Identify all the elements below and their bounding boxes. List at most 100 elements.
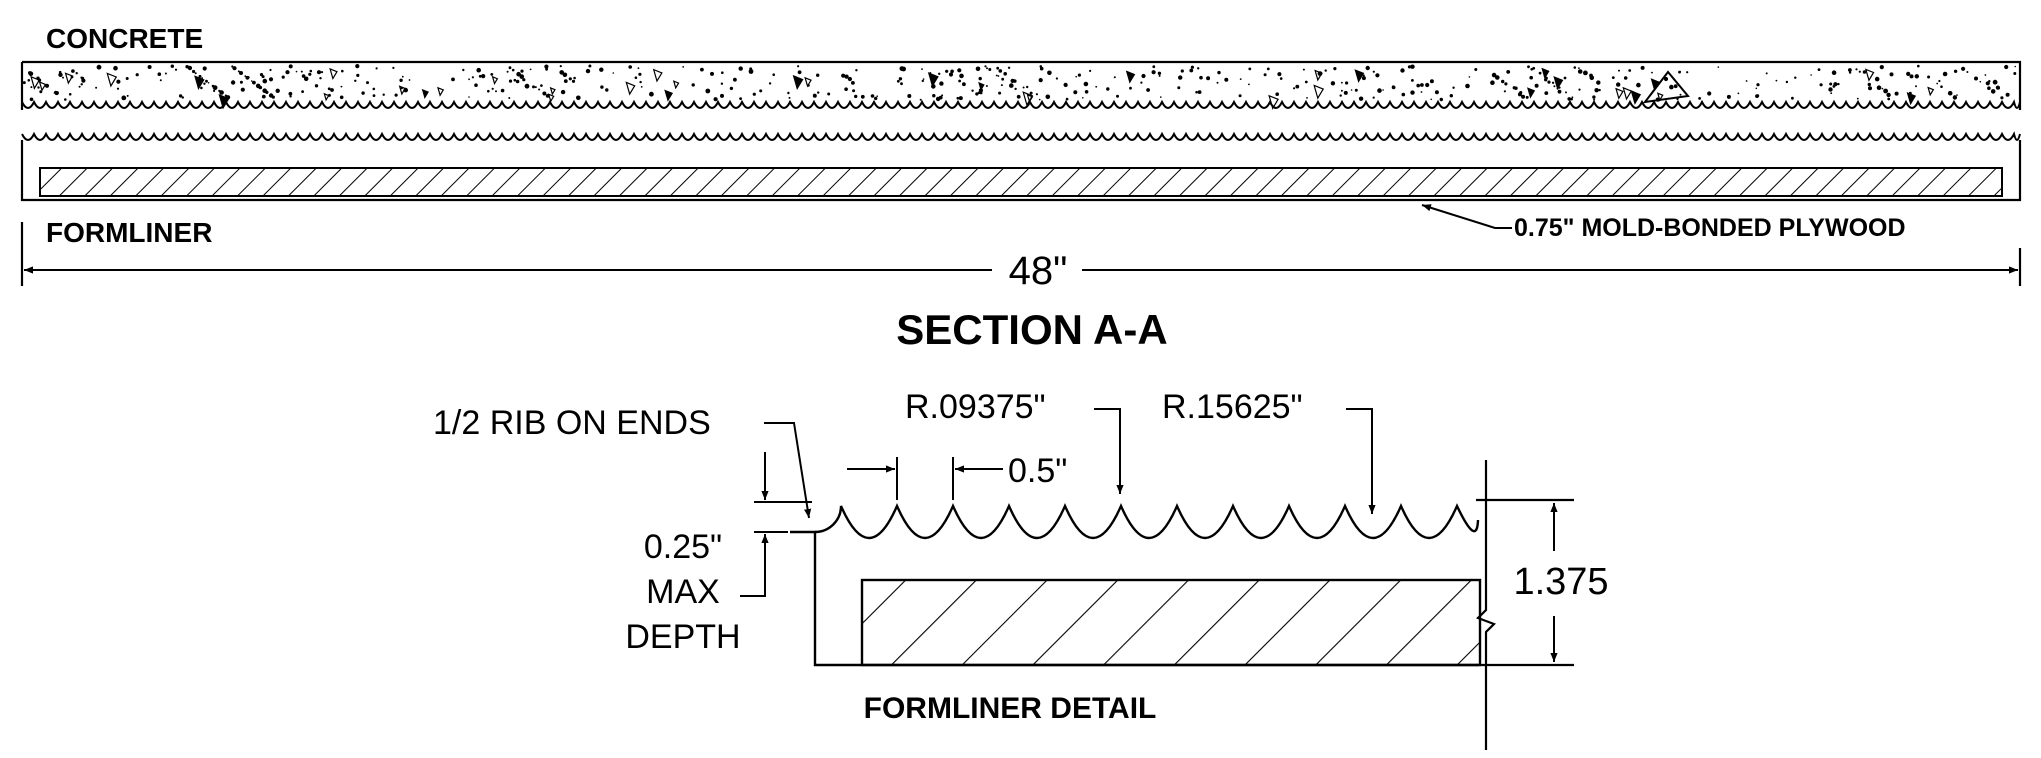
aggregate-dot	[1339, 94, 1342, 97]
aggregate-dot	[1354, 88, 1358, 92]
aggregate-dot	[1391, 85, 1396, 90]
aggregate-dot	[113, 65, 118, 71]
aggregate-dot	[491, 87, 494, 90]
aggregate-dot	[1544, 78, 1548, 82]
aggregate-dot	[1013, 79, 1017, 83]
aggregate-stone	[1864, 68, 1875, 82]
aggregate-dot	[956, 96, 960, 100]
aggregate-dot	[532, 85, 535, 89]
aggregate-dot	[1277, 72, 1282, 77]
aggregate-dot	[962, 82, 966, 87]
aggregate-dot	[542, 91, 547, 96]
aggregate-dot	[600, 85, 604, 89]
aggregate-dot	[1830, 92, 1833, 95]
aggregate-dot	[1828, 87, 1833, 92]
aggregate-dot	[1113, 76, 1116, 79]
aggregate-dot	[919, 98, 922, 101]
aggregate-dot	[1881, 87, 1884, 90]
aggregate-stone	[437, 86, 445, 97]
aggregate-dot	[938, 72, 941, 76]
aggregate-dot	[1848, 68, 1852, 72]
aggregate-dot	[817, 91, 820, 94]
aggregate-dot	[576, 95, 581, 101]
aggregate-dot	[1990, 89, 1996, 94]
aggregate-dot	[1927, 75, 1931, 79]
width-dimension: 48"	[20, 222, 2022, 293]
aggregate-dot	[1616, 82, 1621, 87]
aggregate-dot	[271, 95, 275, 99]
aggregate-dot	[772, 73, 775, 76]
aggregate-dot	[1197, 67, 1200, 70]
aggregate-dot	[205, 79, 208, 83]
aggregate-dot	[408, 79, 411, 81]
aggregate-dot	[1491, 72, 1497, 78]
aggregate-dot	[240, 87, 245, 92]
aggregate-stone	[1642, 70, 1690, 104]
aggregate-dot	[159, 79, 162, 82]
aggregate-dot	[1663, 76, 1669, 82]
aggregate-stone	[194, 75, 205, 91]
aggregate-dot	[1883, 88, 1888, 94]
aggregate-dot	[198, 74, 202, 78]
aggregate-dot	[939, 81, 944, 86]
aggregate-dot	[1551, 81, 1555, 85]
aggregate-dot	[637, 67, 640, 70]
aggregate-dot	[261, 75, 265, 79]
aggregate-dot	[392, 66, 395, 69]
aggregate-dot	[1039, 65, 1043, 68]
aggregate-dot	[1553, 85, 1556, 88]
aggregate-dot	[164, 72, 167, 75]
aggregate-dot	[978, 91, 981, 94]
aggregate-dot	[1158, 74, 1161, 77]
aggregate-dot	[520, 69, 524, 73]
aggregate-dot	[2013, 72, 2017, 75]
aggregate-dot	[1035, 93, 1038, 96]
aggregate-dot	[900, 82, 903, 86]
aggregate-dot	[860, 94, 865, 99]
aggregate-dot	[1009, 83, 1014, 88]
aggregate-dot	[285, 70, 290, 75]
aggregate-dot	[1755, 87, 1758, 90]
aggregate-dot	[1490, 80, 1495, 85]
aggregate-dot	[1189, 68, 1194, 73]
aggregate-dot	[713, 97, 718, 102]
aggregate-stone	[323, 92, 330, 102]
aggregate-dot	[1876, 85, 1882, 90]
aggregate-dot	[1350, 89, 1353, 91]
aggregate-dot	[508, 79, 513, 83]
aggregate-dot	[1557, 89, 1562, 94]
aggregate-stone	[38, 81, 47, 92]
aggregate-dot	[752, 92, 756, 96]
aggregate-dot	[1862, 70, 1867, 74]
aggregate-dot	[1239, 78, 1242, 80]
aggregate-dot	[1449, 94, 1454, 98]
aggregate-dot	[971, 89, 974, 92]
aggregate-stone	[672, 80, 680, 90]
aggregate-dot	[1829, 82, 1833, 86]
aggregate-dot	[1001, 77, 1005, 81]
aggregate-dot	[54, 91, 59, 96]
aggregate-dot	[1598, 88, 1601, 92]
aggregate-dot	[230, 80, 236, 85]
aggregate-dot	[768, 82, 772, 85]
aggregate-dot	[295, 70, 298, 73]
aggregate-dot	[135, 73, 139, 77]
aggregate-dot	[844, 74, 849, 79]
aggregate-dot	[495, 90, 497, 93]
aggregate-dot	[1874, 76, 1880, 82]
aggregate-dot	[932, 94, 936, 98]
aggregate-dot	[568, 77, 572, 81]
aggregate-dot	[975, 66, 981, 72]
half-rib-label: 1/2 RIB ON ENDS	[433, 404, 711, 442]
aggregate-dot	[522, 78, 526, 82]
aggregate-dot	[1886, 92, 1891, 98]
aggregate-dot	[200, 86, 203, 90]
aggregate-dot	[1785, 80, 1789, 84]
aggregate-dot	[147, 65, 152, 69]
detail-rib-wave	[814, 503, 1480, 539]
aggregate-dot	[95, 86, 98, 89]
aggregate-dot	[262, 78, 268, 84]
aggregate-dot	[481, 74, 486, 79]
aggregate-dot	[81, 76, 85, 80]
